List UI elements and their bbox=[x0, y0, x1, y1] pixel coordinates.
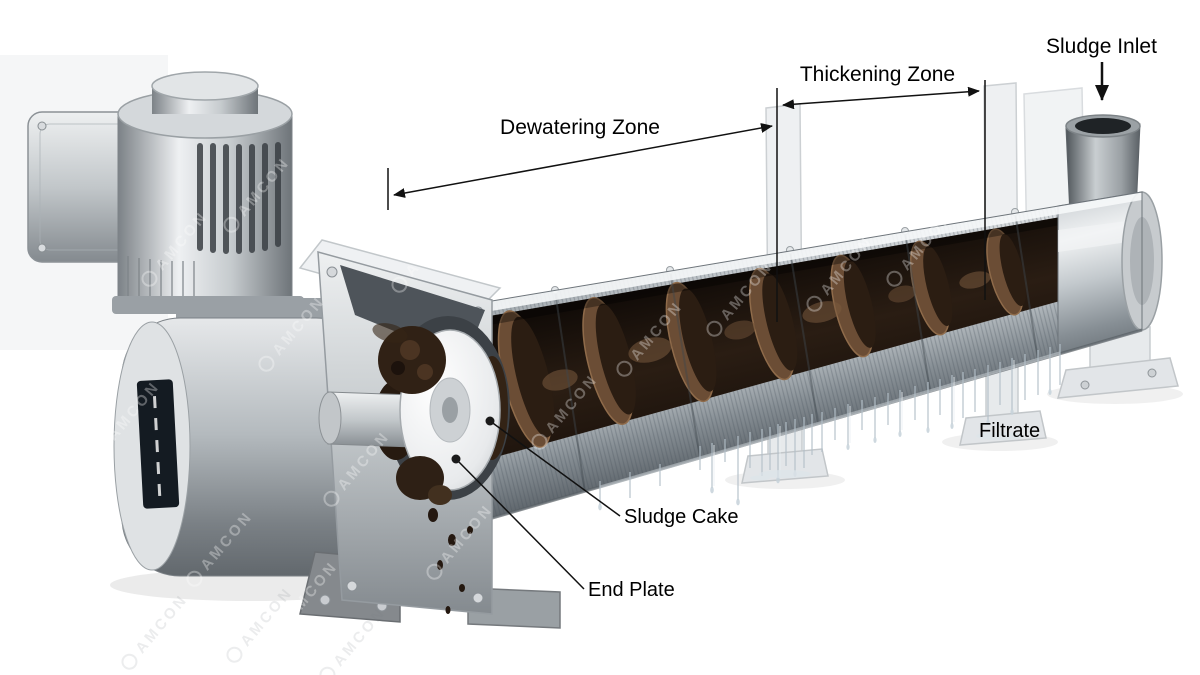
end-plate-leader-dot bbox=[451, 454, 461, 464]
filtrate-label: Filtrate bbox=[979, 420, 1041, 442]
motor-cylinder bbox=[112, 71, 326, 330]
sludge-inlet-label: Sludge Inlet bbox=[1046, 35, 1157, 58]
drip-highlights bbox=[713, 360, 1015, 486]
sludge-cake-front bbox=[372, 323, 473, 614]
sludge-crumbs bbox=[428, 508, 473, 614]
barrel-clamp-rings bbox=[554, 212, 1039, 493]
dewatering-zone-extent-arrow bbox=[393, 123, 773, 198]
interior-top-shadow bbox=[478, 214, 1078, 327]
nameplate-badge bbox=[136, 379, 180, 509]
annotations bbox=[387, 62, 1109, 590]
sludge-texture bbox=[542, 271, 991, 391]
watermark-text: AMCON bbox=[132, 591, 191, 657]
discharge-end-housing bbox=[1057, 191, 1163, 355]
barrel-top-rim bbox=[468, 192, 1142, 315]
drip-streams bbox=[599, 344, 1061, 505]
sludge-cake-leader-dot bbox=[485, 416, 495, 426]
motor-ribs bbox=[127, 256, 195, 300]
thickening-zone-label: Thickening Zone bbox=[799, 63, 956, 86]
screen-barrel bbox=[467, 191, 1163, 527]
dewatering-zone-label: Dewatering Zone bbox=[500, 116, 660, 139]
end-plate-assembly bbox=[298, 239, 510, 615]
splashes bbox=[750, 432, 1024, 481]
inlet-pipe-opening bbox=[1075, 118, 1131, 134]
end-plate-leader-line bbox=[455, 458, 585, 590]
filtrate-drips bbox=[598, 344, 1061, 511]
sludge-cake-leader-line bbox=[489, 420, 621, 517]
thickening-zone-extent-arrow bbox=[782, 86, 980, 110]
droplets bbox=[598, 389, 1052, 511]
motor-assembly bbox=[27, 71, 561, 629]
sludge-cake-label: Sludge Cake bbox=[624, 506, 739, 528]
screw-conveyor-interior bbox=[478, 214, 1078, 462]
gear-housing bbox=[110, 317, 561, 629]
screw-flights bbox=[497, 228, 1026, 448]
sludge-inlet-pipe bbox=[1065, 114, 1141, 217]
motor-fan-slits bbox=[197, 142, 281, 254]
end-plate-label: End Plate bbox=[588, 579, 675, 601]
